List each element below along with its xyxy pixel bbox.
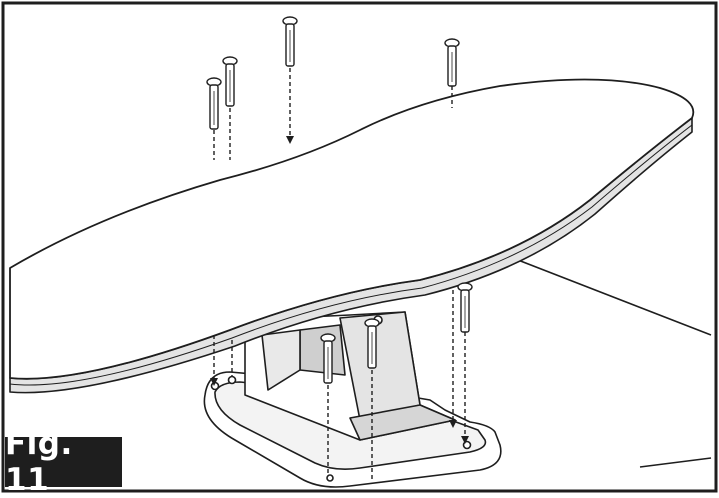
screw	[222, 56, 238, 107]
base-hole	[227, 375, 237, 385]
screw	[206, 77, 222, 130]
figure-label: Fig. 11	[5, 426, 122, 498]
ironing-board-top	[9, 78, 695, 394]
screw	[320, 333, 336, 384]
guide-arrows	[210, 136, 469, 444]
screw	[364, 318, 380, 369]
table-surface	[504, 254, 712, 468]
screw	[282, 16, 298, 67]
screw	[444, 38, 460, 87]
screw	[457, 282, 473, 333]
base-hole	[326, 474, 334, 482]
screws	[206, 16, 473, 480]
guide-lines	[213, 68, 466, 480]
